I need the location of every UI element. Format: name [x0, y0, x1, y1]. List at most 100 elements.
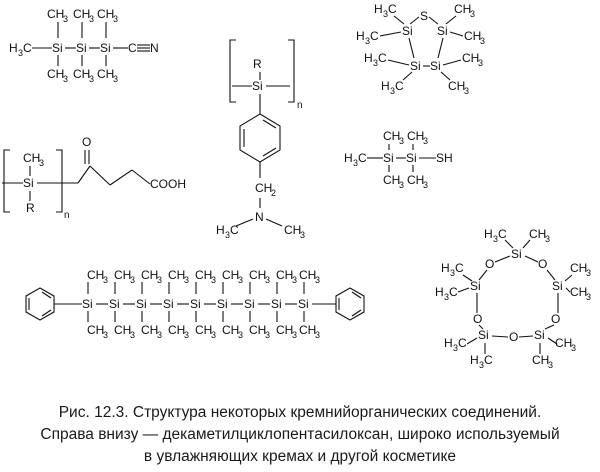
- svg-text:3: 3: [89, 74, 94, 84]
- svg-text:3: 3: [157, 275, 162, 285]
- svg-text:CH: CH: [114, 268, 131, 282]
- svg-text:3: 3: [113, 74, 118, 84]
- svg-text:3: 3: [450, 268, 455, 278]
- svg-text:Si: Si: [76, 41, 87, 55]
- svg-text:CH: CH: [141, 268, 158, 282]
- svg-text:CH: CH: [570, 261, 587, 275]
- svg-text:3: 3: [292, 275, 297, 285]
- svg-text:3: 3: [265, 330, 270, 340]
- svg-text:Si: Si: [271, 297, 282, 311]
- svg-text:CH: CH: [249, 268, 266, 282]
- svg-text:CH: CH: [383, 129, 400, 143]
- svg-text:Si: Si: [298, 297, 309, 311]
- svg-text:CH: CH: [97, 67, 114, 81]
- svg-text:C: C: [23, 41, 32, 55]
- svg-text:3: 3: [383, 9, 388, 19]
- svg-text:Si: Si: [478, 328, 489, 342]
- svg-text:3: 3: [211, 275, 216, 285]
- svg-text:3: 3: [399, 136, 404, 146]
- svg-text:C: C: [449, 285, 458, 299]
- svg-text:Si: Si: [252, 79, 263, 93]
- svg-text:SH: SH: [436, 151, 453, 165]
- svg-text:CH: CH: [276, 323, 293, 337]
- svg-text:H: H: [356, 29, 365, 43]
- svg-text:COOH: COOH: [150, 177, 186, 191]
- svg-text:Si: Si: [383, 151, 394, 165]
- svg-text:C: C: [388, 2, 397, 16]
- svg-text:3: 3: [157, 330, 162, 340]
- svg-text:CH: CH: [555, 336, 572, 350]
- svg-text:Si: Si: [23, 176, 34, 190]
- svg-text:CH: CH: [448, 79, 465, 93]
- svg-text:3: 3: [423, 180, 428, 190]
- svg-text:CH: CH: [47, 67, 64, 81]
- svg-text:n: n: [64, 210, 70, 221]
- svg-text:C: C: [128, 41, 137, 55]
- svg-text:3: 3: [365, 36, 370, 46]
- svg-text:3: 3: [130, 275, 135, 285]
- svg-text:N: N: [150, 41, 159, 55]
- caption-line-2: Справа внизу — декаметилциклопентасилокс…: [40, 426, 560, 443]
- svg-text:3: 3: [63, 74, 68, 84]
- svg-text:C: C: [370, 29, 379, 43]
- svg-text:H: H: [344, 151, 353, 165]
- svg-text:C: C: [358, 151, 367, 165]
- svg-text:3: 3: [586, 268, 591, 278]
- svg-text:CH: CH: [195, 323, 212, 337]
- svg-text:C: C: [484, 353, 493, 367]
- svg-text:O: O: [538, 257, 547, 271]
- svg-text:CH: CH: [284, 223, 301, 237]
- svg-text:CH: CH: [407, 129, 424, 143]
- svg-text:3: 3: [464, 86, 469, 96]
- svg-text:CH: CH: [255, 181, 272, 195]
- svg-text:Si: Si: [430, 59, 441, 73]
- svg-text:CH: CH: [114, 323, 131, 337]
- svg-text:H: H: [470, 353, 479, 367]
- svg-text:3: 3: [225, 230, 230, 240]
- svg-text:3: 3: [103, 275, 108, 285]
- svg-text:CH: CH: [73, 67, 90, 81]
- caption-text-1: Структура некоторых кремнийорганических …: [128, 404, 542, 421]
- svg-text:CH: CH: [249, 323, 266, 337]
- svg-text:3: 3: [292, 330, 297, 340]
- svg-text:3: 3: [113, 14, 118, 24]
- svg-text:Si: Si: [217, 297, 228, 311]
- svg-text:3: 3: [423, 136, 428, 146]
- svg-text:CH: CH: [168, 323, 185, 337]
- svg-text:H: H: [216, 223, 225, 237]
- svg-text:C: C: [455, 261, 464, 275]
- svg-text:CH: CH: [529, 227, 546, 241]
- svg-text:CH: CH: [47, 7, 64, 21]
- svg-text:Si: Si: [109, 297, 120, 311]
- svg-text:CH: CH: [168, 268, 185, 282]
- svg-text:C: C: [498, 227, 507, 241]
- svg-text:H: H: [444, 336, 453, 350]
- svg-text:3: 3: [493, 234, 498, 244]
- svg-text:CH: CH: [222, 323, 239, 337]
- svg-text:CH: CH: [454, 2, 471, 16]
- svg-text:3: 3: [238, 330, 243, 340]
- svg-text:Si: Si: [244, 297, 255, 311]
- svg-text:H: H: [484, 227, 493, 241]
- svg-text:H: H: [9, 41, 18, 55]
- svg-text:3: 3: [39, 158, 44, 168]
- svg-text:CH: CH: [464, 29, 481, 43]
- svg-text:3: 3: [103, 330, 108, 340]
- svg-text:3: 3: [89, 14, 94, 24]
- svg-text:3: 3: [63, 14, 68, 24]
- svg-text:Si: Si: [406, 151, 417, 165]
- structure-polysilane-ketoacid: n CH3 Si R O COOH: [2, 135, 186, 221]
- svg-text:Si: Si: [100, 41, 111, 55]
- svg-text:H: H: [374, 2, 383, 16]
- svg-text:C: C: [378, 51, 387, 65]
- svg-text:O: O: [473, 312, 482, 326]
- structure-diphenyl-octasilane: Si Si Si Si Si Si Si Si Si CH3: [25, 268, 365, 340]
- svg-text:3: 3: [480, 36, 485, 46]
- svg-text:CH: CH: [73, 7, 90, 21]
- svg-text:CH: CH: [195, 268, 212, 282]
- svg-text:CH: CH: [299, 268, 316, 282]
